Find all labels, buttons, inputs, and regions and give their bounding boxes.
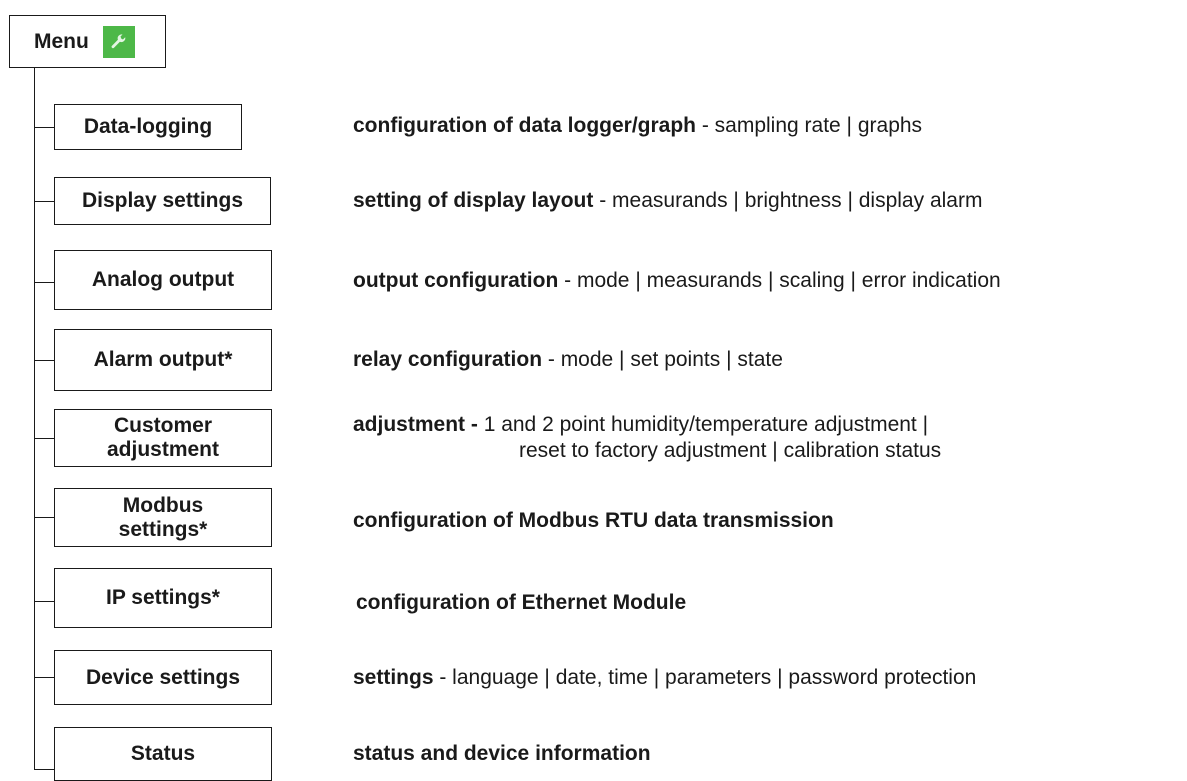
description-bold: relay configuration — [353, 348, 543, 371]
item-label-line2: adjustment — [106, 438, 219, 461]
branch-connector — [34, 282, 54, 283]
description-bold: output configuration — [353, 269, 559, 292]
wrench-icon — [102, 25, 135, 58]
menu-item-device-settings[interactable]: Device settings — [54, 650, 272, 705]
branch-connector — [34, 517, 54, 518]
description-rest: - language | date, time | parameters | p… — [433, 666, 977, 689]
description-bold: configuration of data logger/graph — [353, 114, 696, 137]
item-label-line1: Modbus — [122, 493, 204, 517]
description-rest: - mode | measurands | scaling | error in… — [558, 269, 1001, 292]
description-rest: - measurands | brightness | display alar… — [593, 189, 983, 212]
branch-connector — [34, 601, 54, 602]
item-description: configuration of data logger/graph - sam… — [353, 113, 922, 139]
item-label: Device settings — [85, 665, 241, 689]
item-description: adjustment - 1 and 2 point humidity/temp… — [353, 412, 941, 464]
tree-trunk — [34, 68, 35, 770]
description-line2: reset to factory adjustment | calibratio… — [519, 439, 942, 462]
branch-connector — [34, 201, 54, 202]
item-label: Alarm output* — [93, 348, 233, 371]
item-label: Display settings — [81, 189, 244, 212]
item-label-line1: Customer — [113, 414, 213, 437]
menu-item-status[interactable]: Status — [54, 727, 272, 781]
menu-item-ip-settings[interactable]: IP settings* — [54, 568, 272, 628]
item-description: relay configuration - mode | set points … — [353, 347, 783, 373]
branch-connector — [34, 127, 54, 128]
item-label: IP settings* — [106, 586, 220, 609]
branch-connector — [34, 769, 54, 770]
menu-item-analog-output[interactable]: Analog output — [54, 250, 272, 310]
menu-item-data-logging[interactable]: Data-logging — [54, 104, 242, 150]
menu-item-customer-adjustment[interactable]: Customer adjustment — [54, 409, 272, 467]
item-description: status and device information — [353, 741, 651, 767]
item-description: setting of display layout - measurands |… — [353, 188, 982, 214]
description-bold: adjustment - — [353, 413, 484, 436]
item-description: output configuration - mode | measurands… — [353, 268, 1001, 294]
item-label: Status — [130, 742, 196, 765]
branch-connector — [34, 438, 54, 439]
description-bold: settings — [353, 666, 434, 689]
item-label: Data-logging — [83, 115, 213, 138]
item-description: configuration of Ethernet Module — [356, 590, 686, 616]
branch-connector — [34, 677, 54, 678]
description-rest: - sampling rate | graphs — [696, 114, 923, 137]
branch-connector — [34, 360, 54, 361]
description-rest: - mode | set points | state — [542, 348, 783, 371]
item-description: settings - language | date, time | param… — [353, 665, 976, 691]
menu-label: Menu — [34, 29, 89, 53]
description-bold: configuration of Ethernet Module — [356, 591, 687, 614]
description-bold: setting of display layout — [353, 189, 594, 212]
description-bold: configuration of Modbus RTU data transmi… — [353, 509, 834, 532]
item-description: configuration of Modbus RTU data transmi… — [353, 508, 834, 534]
item-label-line2: settings* — [118, 517, 208, 541]
item-label: Analog output — [91, 268, 235, 291]
menu-item-alarm-output[interactable]: Alarm output* — [54, 329, 272, 391]
description-bold: status and device information — [353, 742, 651, 765]
menu-item-display-settings[interactable]: Display settings — [54, 177, 271, 225]
menu-item-modbus-settings[interactable]: Modbus settings* — [54, 488, 272, 547]
description-rest: 1 and 2 point humidity/temperature adjus… — [483, 413, 929, 436]
menu-root[interactable]: Menu — [9, 15, 166, 68]
